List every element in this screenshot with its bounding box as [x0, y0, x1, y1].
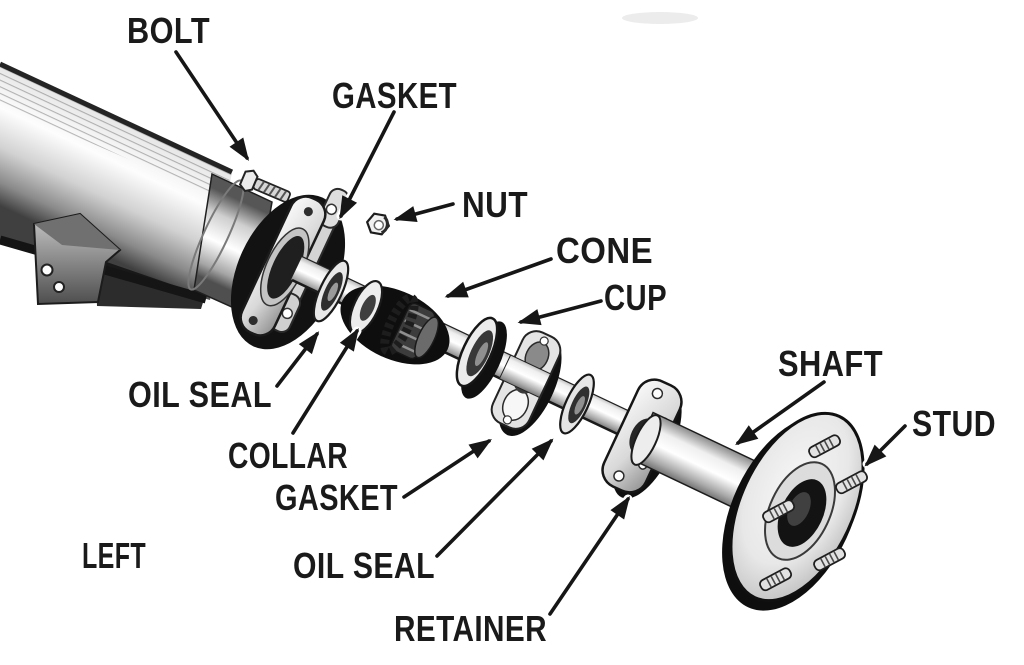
- cone-arrow: [443, 254, 556, 301]
- print-smudge: [622, 12, 698, 24]
- housing-shadow: [95, 258, 205, 309]
- bolt-part: [238, 169, 291, 203]
- label-left: LEFT: [82, 535, 146, 576]
- wheel-stud: [762, 499, 796, 524]
- label-shaft: SHAFT: [778, 343, 883, 384]
- label-cup: CUP: [604, 277, 667, 318]
- flange-hole: [303, 207, 313, 217]
- label-gasket-lower: GASKET: [275, 477, 398, 518]
- stud-arrow: [862, 421, 910, 469]
- label-nut: NUT: [462, 184, 528, 225]
- retainer-arrow: [545, 494, 633, 619]
- label-bolt: BOLT: [127, 10, 210, 51]
- retainer-hole: [613, 470, 625, 482]
- wheel-stud: [835, 470, 869, 495]
- bearing-cup: [455, 316, 507, 399]
- housing-flange: [239, 195, 327, 337]
- bearing-cone: [380, 293, 440, 360]
- label-oil-seal-upper: OIL SEAL: [128, 374, 272, 415]
- label-cone: CONE: [556, 230, 653, 271]
- bracket-hole: [40, 263, 54, 277]
- gasket-hole: [539, 336, 549, 346]
- oil-seal-2: [559, 373, 595, 435]
- shaft-arrow: [733, 377, 829, 448]
- spring-seat-bracket: [32, 212, 122, 306]
- axle-housing: [0, 61, 273, 318]
- label-gasket-top: GASKET: [332, 75, 457, 116]
- retainer-hole: [651, 387, 664, 400]
- nut-arrow: [392, 199, 458, 224]
- collar-arrow: [288, 326, 362, 438]
- flange-hole: [248, 316, 258, 326]
- wheel-stud: [759, 567, 793, 592]
- axle-gasket: [490, 330, 562, 436]
- gasket-hole: [502, 415, 513, 425]
- wheel-stud: [808, 434, 842, 459]
- label-collar: COLLAR: [228, 435, 348, 476]
- label-stud: STUD: [912, 403, 996, 444]
- oil-seal-lower-arrow: [432, 436, 556, 561]
- cup-arrow: [516, 296, 606, 327]
- oil-seal-upper-arrow: [272, 329, 322, 391]
- gasket-lower-arrow: [399, 436, 494, 502]
- label-retainer: RETAINER: [394, 608, 547, 649]
- bolt-arrow: [171, 47, 252, 163]
- oil-seal-1: [312, 259, 350, 323]
- wheel-stud: [813, 547, 847, 572]
- hub-flange: [722, 411, 869, 611]
- bracket-hole: [53, 281, 65, 293]
- callout-labels: BOLT GASKET NUT CONE CUP OIL SEAL COLLAR…: [82, 10, 996, 649]
- callout-arrows: [171, 47, 910, 619]
- gasket-top-arrow: [336, 107, 399, 221]
- nut-part: [365, 212, 391, 236]
- label-oil-seal-lower: OIL SEAL: [293, 545, 435, 586]
- gasket-hole: [325, 203, 338, 216]
